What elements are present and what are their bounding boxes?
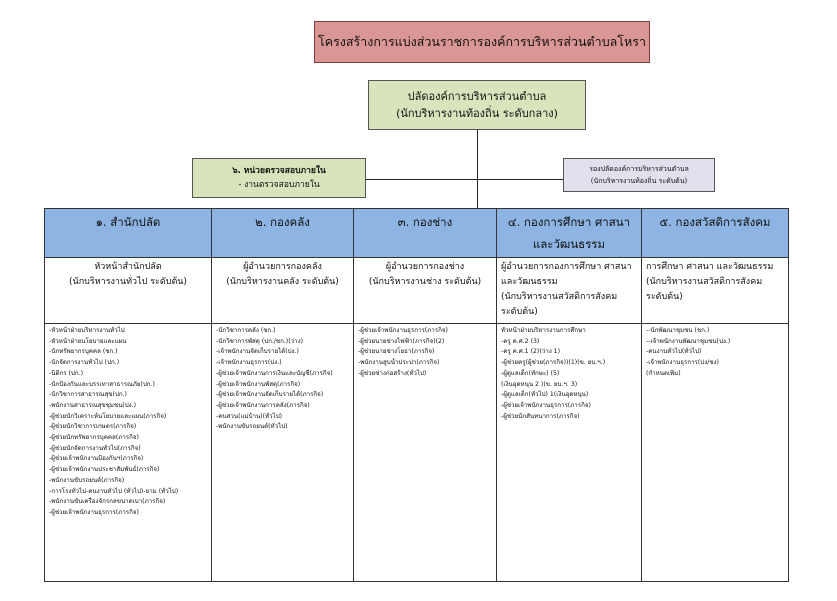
- staff-position: -ผู้ช่วยนักจัดการงานทั่วไป(ภารกิจ): [49, 444, 141, 452]
- staff-position: -ผู้ช่วยนักทรัพยากรบุคคล(ภารกิจ): [49, 434, 139, 442]
- staff-position: -เจ้าพนักงานธุรการ(ปง.): [216, 359, 282, 367]
- staff-position: -นักวิชาการสาธารณสุข(ปก.): [49, 391, 127, 399]
- head-title: ผู้อำนวยการกองคลัง: [243, 262, 322, 272]
- staff-position: -นักวิชาการพัสดุ (ปก./ชก.)(ว่าง): [216, 337, 304, 345]
- staff-position: -คนงานทั่วไป(ทั่วไป): [646, 348, 702, 356]
- staff-position: -หัวหน้าฝ่ายนโยบายและแผน: [49, 337, 127, 345]
- staff-position: -คนสวน(แม่บ้าน)(ทั่วไป): [216, 412, 283, 420]
- staff-position: -ผู้ดูแลเด็ก(ทักษะ) (5): [501, 369, 560, 377]
- staff-position: -ผู้ช่วยเจ้าพนักงานจัดเก็บรายได้(ภารกิจ): [216, 391, 324, 399]
- division-table: ๑. สำนักปลัด ๒. กองคลัง ๓. กองช่าง ๔. กอ…: [44, 208, 789, 582]
- staff-position: (เงินอุดหนุน 2 )(ข. ยบ.ฯ. 3): [501, 380, 578, 388]
- chart-title-text: โครงสร้างการแบ่งส่วนราชการองค์การบริหารส…: [318, 34, 646, 49]
- staff-position: -พนักงานขับเครื่องจักรกลขนาดเบา(ภารกิจ): [49, 498, 166, 506]
- division-head-welfare: การศึกษา ศาสนา และวัฒนธรรม (นักบริหารงาน…: [641, 257, 789, 324]
- head-title: หัวหน้าสำนักปลัด: [94, 262, 162, 272]
- staff-position: -นักวิชาการคลัง (ชก.): [216, 327, 276, 334]
- division-head-finance: ผู้อำนวยการกองคลัง (นักบริหารงานคลัง ระด…: [211, 257, 354, 324]
- division-header-office: ๑. สำนักปลัด: [44, 208, 212, 258]
- head-level: (นักบริหารงานทั่วไป ระดับต้น): [69, 277, 187, 287]
- staff-position: -ครู ค.ศ.2 (3): [501, 337, 540, 345]
- chief-officer-box: ปลัดองค์การบริหารส่วนตำบล (นักบริหารงานท…: [368, 80, 586, 130]
- staff-position: หัวหน้าฝ่ายบริหารงานการศึกษา: [501, 327, 586, 334]
- chart-title: โครงสร้างการแบ่งส่วนราชการองค์การบริหารส…: [314, 21, 650, 63]
- staff-position: -ผู้ช่วยเจ้าพนักงานธุรการ(ภารกิจ): [49, 508, 139, 516]
- division-head-office: หัวหน้าสำนักปลัด (นักบริหารงานทั่วไป ระด…: [44, 257, 212, 324]
- staff-position: -เจ้าพนักงานจัดเก็บรายได้(ปง.): [216, 348, 299, 356]
- head-title: การศึกษา ศาสนา และวัฒนธรรม: [646, 262, 774, 272]
- head-level: (นักบริหารงานคลัง ระดับต้น): [226, 277, 339, 287]
- deputy-officer-title: รองปลัดองค์การบริหารส่วนตำบล: [589, 165, 689, 173]
- head-title: ผู้อำนวยการกองช่าง: [385, 262, 465, 272]
- staff-position: -เจ้าพนักงานธุรการ(ปง/ชง): [646, 359, 719, 367]
- division-head-education: ผู้อำนวยการกองการศึกษา ศาสนา และวัฒนธรรม…: [496, 257, 642, 324]
- staff-position: -ผู้ช่วยเจ้าพนักงานพัสดุ(ภารกิจ): [216, 380, 301, 388]
- staff-position: -ผู้ช่วยนักวิชาการเกษตร(ภารกิจ): [49, 423, 137, 431]
- division-header-engineering: ๓. กองช่าง: [353, 208, 497, 258]
- division-staff-row: -หัวหน้าฝ่ายบริหารงานทั่วไป -หัวหน้าฝ่ายน…: [44, 323, 789, 582]
- staff-position: -หัวหน้าฝ่ายบริหารงานทั่วไป: [49, 327, 125, 334]
- staff-position: -ผู้ช่วยเจ้าพนักงานป้องกันฯ(ภารกิจ): [49, 455, 144, 463]
- staff-position: -ครู ค.ศ.1 (2)(ว่าง 1): [501, 348, 561, 356]
- division-head-row: หัวหน้าสำนักปลัด (นักบริหารงานทั่วไป ระด…: [44, 257, 789, 324]
- staff-position: -พนักงานสูบน้ำประปา(ภารกิจ): [358, 359, 440, 367]
- staff-position: -ผู้ช่วยนักสันทนาการ(ภารกิจ): [501, 412, 580, 420]
- staff-position: -ผู้ดูแลเด็ก(ทั่วไป) 1(เงินอุดหนุน): [501, 391, 589, 399]
- staff-position: -พนักงานขับรถยนต์(ทั่วไป): [216, 423, 288, 431]
- staff-position: --เจ้าพนักงานพัฒนาชุมชน(ปง.): [646, 337, 731, 345]
- staff-position: -การโรงทั่วไป-คนงานทั่วไป (ทั่วไป)-ยาม (…: [49, 487, 179, 495]
- internal-audit-task: - งานตรวจสอบภายใน: [238, 180, 320, 190]
- staff-position: -ผู้ช่วยเจ้าพนักงานการคลัง(ภารกิจ): [216, 401, 310, 409]
- head-level: (นักบริหารงานสวัสดิการสังคม ระดับต้น): [501, 292, 618, 317]
- division-head-engineering: ผู้อำนวยการกองช่าง (นักบริหารงานช่าง ระด…: [353, 257, 497, 324]
- division-header-finance: ๒. กองคลัง: [211, 208, 354, 258]
- staff-position: -พนักงานสาธารณสุขชุมชน(ปง.): [49, 401, 137, 409]
- chief-officer-level: (นักบริหารงานท้องถิ่น ระดับกลาง): [396, 107, 558, 120]
- connector-horizontal: [366, 179, 563, 180]
- staff-position: -ผู้ช่วยเจ้าพนักงานธุรการ(ภารกิจ): [358, 327, 448, 334]
- head-level: (นักบริหารงานช่าง ระดับต้น): [368, 277, 482, 287]
- staff-position: -ผู้ช่วยเจ้าพนักงานธุรการ(ภารกิจ): [501, 401, 591, 409]
- staff-list-finance: -นักวิชาการคลัง (ชก.) -นักวิชาการพัสดุ (ป…: [211, 323, 354, 582]
- staff-position: -นักป้องกันและบรรเทาสาธารณภัย(ปก.): [49, 380, 155, 388]
- head-level: (นักบริหารงานสวัสดิการสังคม ระดับต้น): [646, 277, 763, 302]
- staff-position: -นักจัดการงานทั่วไป (ปก.): [49, 359, 120, 367]
- internal-audit-box: ๖. หน่วยตรวจสอบภายใน - งานตรวจสอบภายใน: [192, 158, 366, 198]
- staff-list-engineering: -ผู้ช่วยเจ้าพนักงานธุรการ(ภารกิจ) -ผู้ช่ว…: [353, 323, 497, 582]
- staff-position: -ผู้ช่วยนายช่างไฟฟ้า(ภารกิจ)(2): [358, 337, 445, 345]
- head-title: ผู้อำนวยการกองการศึกษา ศาสนา และวัฒนธรรม: [501, 262, 632, 287]
- connector-vertical: [477, 130, 478, 208]
- deputy-officer-box: รองปลัดองค์การบริหารส่วนตำบล (นักบริหารง…: [563, 158, 715, 192]
- staff-position: -นิติกร (ปก.): [49, 369, 83, 377]
- staff-list-welfare: --นักพัฒนาชุมชน (ชก.) --เจ้าพนักงานพัฒนาช…: [641, 323, 789, 582]
- division-header-education: ๔. กองการศึกษา ศาสนา และวัฒนธรรม: [496, 208, 642, 258]
- staff-position: -ผู้ช่วยเจ้าพนักงานการเงินและบัญชี(ภารกิ…: [216, 369, 333, 377]
- division-header-row: ๑. สำนักปลัด ๒. กองคลัง ๓. กองช่าง ๔. กอ…: [44, 208, 789, 258]
- internal-audit-title: ๖. หน่วยตรวจสอบภายใน: [232, 166, 326, 176]
- division-header-welfare: ๕. กองสวัสดิการสังคม: [641, 208, 789, 258]
- staff-position: -ผู้ช่วยนักวิเคราะห์นโยบายและแผน(ภารกิจ): [49, 412, 167, 420]
- staff-position: -ผู้ช่วยนายช่างโยธา(ภารกิจ): [358, 348, 435, 356]
- deputy-officer-level: (นักบริหารงานท้องถิ่น ระดับต้น): [590, 177, 688, 185]
- staff-position: -ผู้ช่วยครู(ผู้ช่วย(ภารกิจ))(1)(ข. ยบ.ฯ.…: [501, 359, 606, 367]
- staff-position: --นักพัฒนาชุมชน (ชก.): [646, 327, 710, 334]
- staff-position: (กำหนดเพิ่ม): [646, 369, 681, 377]
- chief-officer-title: ปลัดองค์การบริหารส่วนตำบล: [407, 90, 547, 103]
- staff-position: -พนักงานขับรถยนต์(ภารกิจ): [49, 476, 125, 484]
- staff-list-office: -หัวหน้าฝ่ายบริหารงานทั่วไป -หัวหน้าฝ่ายน…: [44, 323, 212, 582]
- staff-position: -นักทรัพยากรบุคคล (ชก.): [49, 348, 118, 356]
- staff-position: -ผู้ช่วยเจ้าพนักงานประชาสัมพันธ์(ภารกิจ): [49, 466, 160, 474]
- staff-position: -ผู้ช่วยช่างก่อสร้าง(ทั่วไป): [358, 369, 427, 377]
- staff-list-education: หัวหน้าฝ่ายบริหารงานการศึกษา -ครู ค.ศ.2 (…: [496, 323, 642, 582]
